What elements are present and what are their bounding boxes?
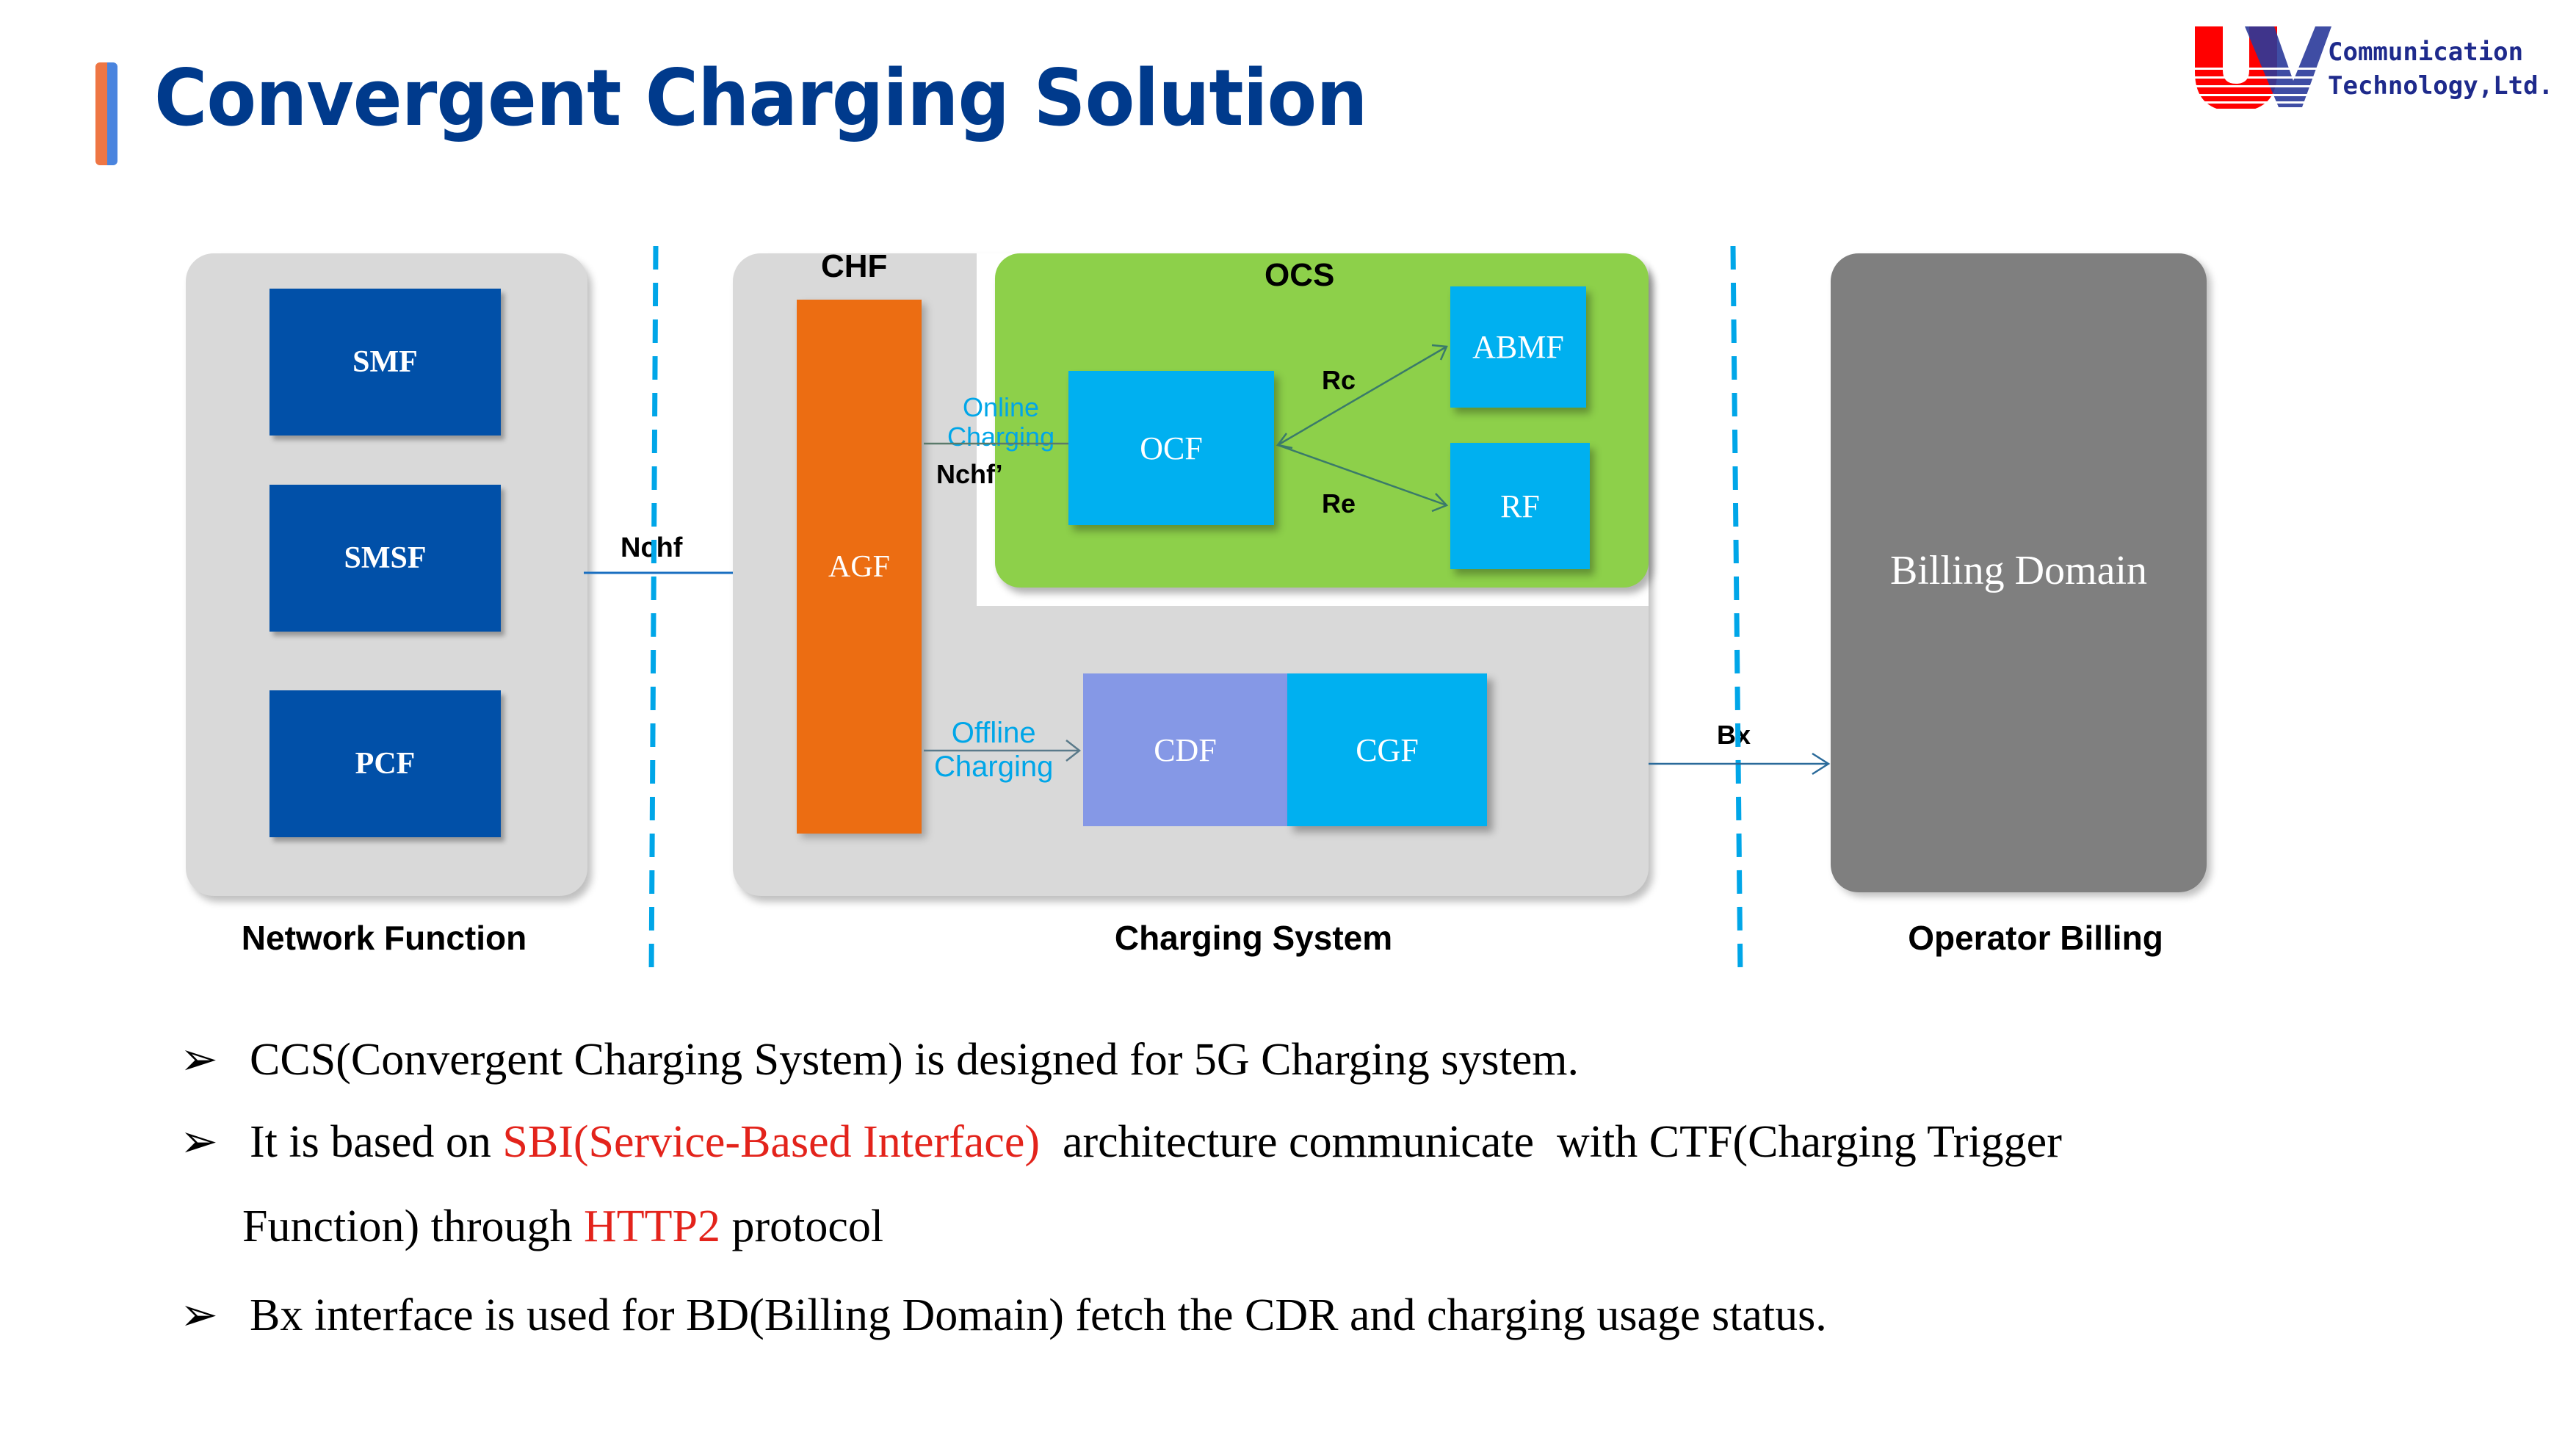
rc-label: Rc: [1322, 365, 1356, 395]
bullet-arrow-icon: ➢: [180, 1035, 218, 1085]
logo-line-2: Technology,Ltd.: [2328, 71, 2554, 101]
offline-charging-line-2: Charging: [934, 751, 1054, 783]
billing-domain-label: Billing Domain: [1890, 548, 2147, 593]
divider-right: [1730, 245, 1743, 978]
billing-domain-box: Billing Domain: [1831, 253, 2207, 892]
bx-label: Bx: [1717, 720, 1751, 750]
rc-connector: [1276, 344, 1448, 449]
chf-label: CHF: [821, 248, 888, 284]
bullet-item: ➢ It is based on SBI(Service-Based Interf…: [180, 1114, 2062, 1168]
bullet-continuation: Function) through HTTP2 protocol: [242, 1201, 883, 1253]
re-label: Re: [1322, 488, 1356, 518]
bullet-arrow-icon: ➢: [180, 1290, 218, 1340]
charging-system-label: Charging System: [1114, 919, 1393, 957]
pcf-box: PCF: [269, 690, 501, 837]
rf-box: RF: [1450, 443, 1590, 569]
logo-v-mark: [2245, 26, 2331, 107]
bullet-item: ➢ CCS(Convergent Charging System) is desi…: [180, 1032, 1579, 1086]
bx-connector: [1649, 752, 1831, 776]
online-charging-label: Online Charging: [947, 393, 1054, 452]
bullet-item: ➢ Bx interface is used for BD(Billing Dom…: [180, 1287, 1827, 1342]
offline-charging-label: Offline Charging: [934, 716, 1053, 784]
title-accent-bar: [95, 62, 117, 165]
ocf-box: OCF: [1068, 371, 1274, 525]
bullet-text: architecture communicate with CTF(Chargi…: [1039, 1117, 2062, 1167]
bullet-arrow-icon: ➢: [180, 1117, 218, 1167]
abmf-box: ABMF: [1450, 286, 1586, 408]
logo-line-1: Communication: [2328, 37, 2524, 67]
bullet-text: protocol: [720, 1202, 884, 1251]
logo-text: Communication Technology,Ltd.: [2328, 35, 2553, 103]
bullet-text: CCS(Convergent Charging System) is desig…: [250, 1035, 1579, 1085]
network-function-label: Network Function: [241, 919, 527, 957]
smsf-box: SMSF: [269, 485, 501, 632]
re-connector: [1277, 444, 1449, 513]
ocs-label: OCS: [1265, 257, 1335, 293]
smf-box: SMF: [269, 289, 501, 436]
operator-billing-label: Operator Billing: [1908, 919, 2163, 957]
bullet-text: Function) through: [242, 1202, 584, 1251]
online-charging-line-1: Online: [963, 392, 1040, 422]
cgf-box: CGF: [1287, 673, 1487, 826]
page-title: Convergent Charging Solution: [154, 53, 1368, 143]
divider-left: [648, 245, 659, 978]
bullet-text: It is based on: [250, 1117, 503, 1167]
company-logo: [2192, 26, 2335, 109]
bullet-highlight-sbi: SBI(Service-Based Interface): [502, 1117, 1040, 1167]
bullet-highlight-http2: HTTP2: [583, 1202, 720, 1251]
cdf-box: CDF: [1083, 673, 1287, 826]
offline-charging-line-1: Offline: [951, 717, 1036, 749]
nchf-prime-label: Nchf’: [936, 459, 1003, 489]
offline-charging-connector: [924, 740, 1082, 762]
online-charging-line-2: Charging: [947, 422, 1055, 452]
bullet-text: Bx interface is used for BD(Billing Doma…: [250, 1290, 1827, 1340]
agf-box: AGF: [797, 300, 922, 834]
